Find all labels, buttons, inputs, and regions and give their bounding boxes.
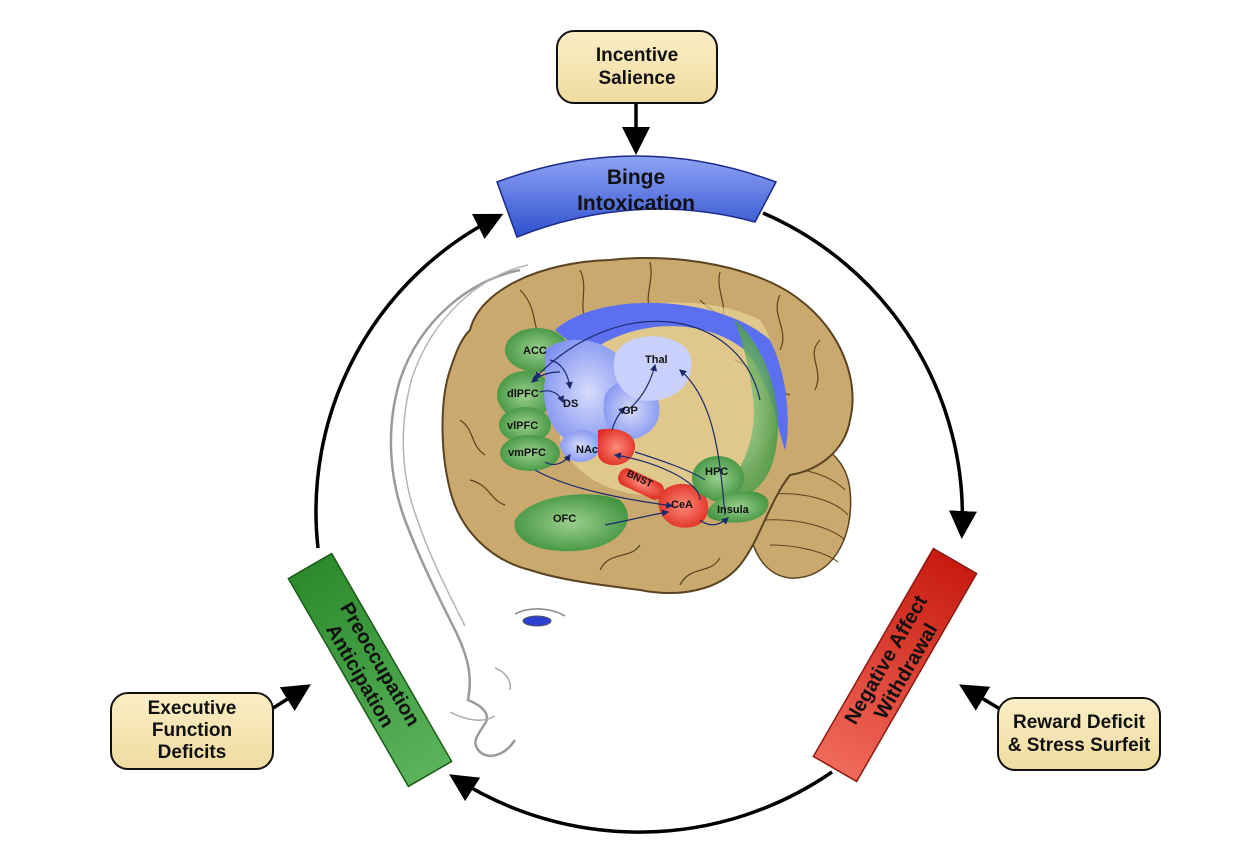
label-insula: Insula (717, 504, 750, 516)
face-line-2 (402, 264, 529, 627)
cycle-arrow-preoccupation-to-binge (314, 213, 504, 549)
incentive-salience-box: Incentive Salience (556, 30, 718, 104)
face-profile-outline (389, 268, 521, 757)
region-ofc (514, 494, 628, 552)
circuit-arrows (531, 320, 761, 526)
region-vlpfc (499, 407, 551, 443)
region-hpc (692, 456, 744, 500)
region-bnst (618, 468, 664, 500)
region-nac-red (598, 428, 636, 466)
label-dlpfc: dlPFC (507, 388, 539, 400)
cycle-arrow-binge-to-negative (762, 211, 977, 539)
stage-preoccupation-group: Preoccupation Anticipation (287, 552, 453, 788)
label-ds: DS (563, 398, 578, 410)
hippocampus-arc (710, 320, 778, 502)
label-cea: CeA (671, 499, 693, 511)
cycle-arrow-negative-to-preoccupation (449, 770, 833, 834)
striatum-arc (555, 302, 788, 450)
incentive-line1: Incentive (595, 45, 679, 66)
executive-line2: Function (151, 720, 233, 741)
executive-line3: Deficits (157, 742, 227, 763)
stage-preoccupation-banner (287, 552, 453, 788)
region-insula (707, 491, 769, 523)
arrow-executive-to-preoccupation (269, 684, 311, 712)
eye-icon (522, 615, 552, 627)
stage-binge-line2: Intoxication (577, 192, 695, 215)
stage-binge-line1: Binge (607, 166, 665, 189)
executive-line1: Executive (147, 698, 237, 719)
reward-deficit-box: Reward Deficit & Stress Surfeit (997, 697, 1161, 771)
incentive-line2: Salience (598, 68, 676, 89)
label-vlpfc: vlPFC (507, 420, 538, 432)
label-thal: Thal (645, 354, 668, 366)
mouth-line (449, 667, 512, 721)
label-ofc: OFC (553, 513, 576, 525)
label-vmpfc: vmPFC (508, 447, 546, 459)
label-hpc: HPC (705, 466, 728, 478)
stage-binge-banner (496, 155, 778, 238)
stage-negative-banner (812, 547, 978, 783)
region-nac-blue (560, 430, 600, 462)
reward-line1: Reward Deficit (1013, 712, 1145, 733)
stage-negative-group: Negative Affect Withdrawal (812, 547, 978, 783)
label-nac: NAc (576, 444, 598, 456)
label-gp: GP (622, 405, 638, 417)
cerebellum-folds (764, 468, 849, 563)
label-acc: ACC (523, 345, 547, 357)
eyelid (514, 608, 566, 617)
region-cea (658, 483, 709, 528)
executive-function-box: Executive Function Deficits (110, 692, 274, 770)
reward-line2: & Stress Surfeit (1007, 735, 1151, 756)
region-dlpfc (497, 371, 553, 419)
